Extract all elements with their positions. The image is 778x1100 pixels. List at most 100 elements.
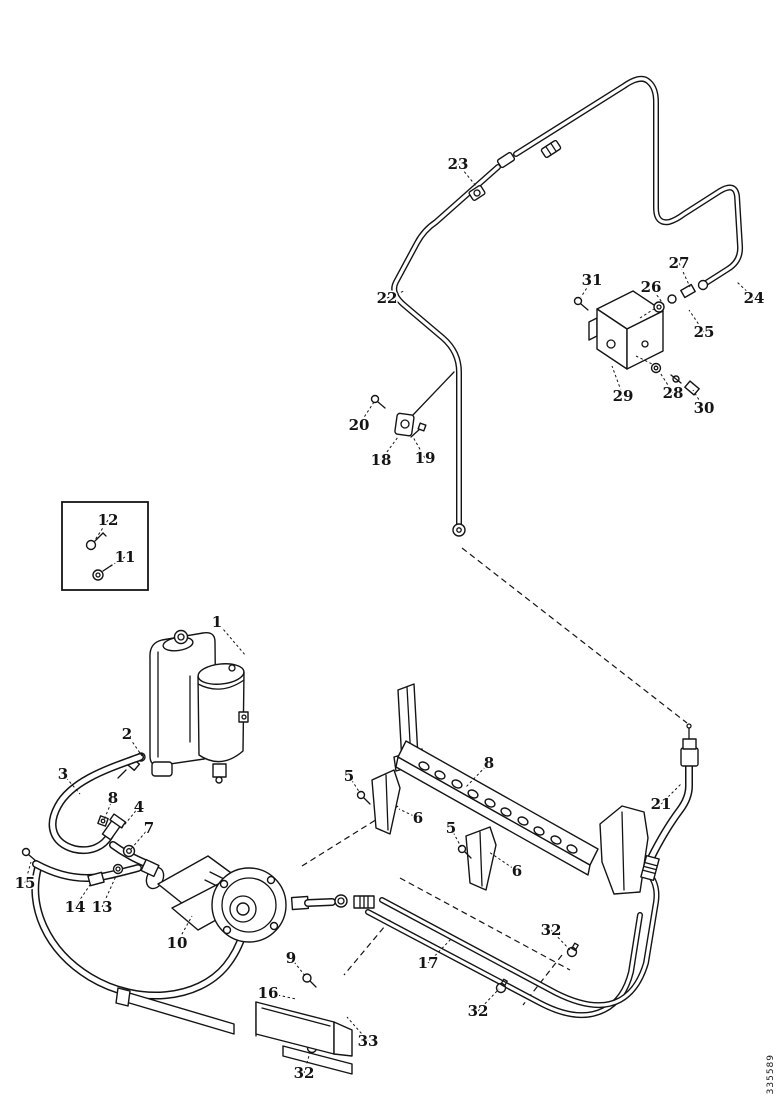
frame-channel-assembly: [356, 683, 649, 895]
leader-line: [216, 621, 247, 657]
leader-line: [74, 881, 93, 908]
callout-7: 7: [144, 819, 154, 837]
leader-line: [692, 389, 705, 409]
callout-5: 5: [344, 767, 354, 785]
callout-29: 29: [613, 387, 634, 405]
callout-17: 17: [418, 954, 439, 972]
leader-line: [303, 1048, 312, 1074]
callout-26: 26: [641, 278, 662, 296]
leader-line: [24, 861, 32, 884]
callout-16: 16: [258, 984, 279, 1002]
bolt-15: [21, 847, 37, 862]
callout-23: 23: [448, 155, 469, 173]
callout-19: 19: [415, 449, 436, 467]
leader-line: [488, 851, 518, 872]
upper-tube-22: [391, 164, 501, 527]
clamp-9: [302, 973, 317, 988]
clamp-23: [468, 185, 486, 201]
leader-line: [101, 875, 117, 908]
leader-line: [658, 370, 674, 394]
screw-5a: [356, 790, 371, 805]
callout-11: 11: [115, 548, 136, 566]
leader-line: [580, 279, 593, 298]
callout-1: 1: [212, 613, 222, 631]
elbow-4: [101, 813, 127, 841]
callout-9: 9: [286, 949, 296, 967]
ring-7: [122, 844, 136, 858]
tube-union-fittings: [468, 139, 562, 201]
leader-line: [348, 775, 361, 794]
callout-32: 32: [541, 921, 562, 939]
fitting-14: [87, 871, 105, 887]
callout-21: 21: [651, 795, 672, 813]
callout-12: 12: [98, 511, 119, 529]
callout-22: 22: [377, 289, 398, 307]
clamp-32a: [495, 978, 508, 994]
leader-line: [465, 762, 490, 788]
leader-line: [176, 915, 193, 944]
drawing-number: 335589: [766, 1053, 776, 1094]
leader-line: [450, 827, 462, 848]
callout-15: 15: [15, 874, 36, 892]
fitting-11: [92, 564, 113, 581]
leader-line: [736, 281, 755, 299]
bottom-brackets: [115, 987, 353, 1075]
leader-line: [346, 1016, 369, 1042]
callout-8: 8: [484, 754, 494, 772]
leader-line: [477, 988, 500, 1012]
leader-line: [678, 262, 691, 288]
pump: [140, 855, 287, 943]
leader-line: [102, 556, 126, 572]
callout-24: 24: [744, 289, 765, 307]
tube-17: [365, 875, 660, 1019]
screw-5b: [457, 844, 472, 859]
callout-13: 13: [92, 898, 113, 916]
outlet-line: [290, 894, 375, 911]
upper-tube-24: [513, 75, 744, 286]
callout-32: 32: [468, 1002, 489, 1020]
callout-18: 18: [371, 451, 392, 469]
callout-14: 14: [65, 898, 86, 916]
fitting-13: [112, 863, 124, 875]
callout-10: 10: [167, 934, 188, 952]
fitting-12: [85, 532, 107, 551]
leader-line: [94, 519, 109, 541]
callout-4: 4: [134, 798, 144, 816]
leader-line: [412, 436, 426, 459]
clamp-32b: [566, 942, 579, 958]
channel-holes: [418, 761, 578, 854]
callout-2: 2: [122, 725, 132, 743]
leader-line: [290, 957, 307, 978]
clamp-assembly-18-19-20: [370, 371, 455, 438]
hose-21: [640, 723, 699, 882]
leader-line: [688, 309, 705, 333]
callout-8: 8: [108, 789, 118, 807]
suction-hoses: [21, 753, 252, 1000]
alignment-dashed-lines: [301, 547, 688, 1006]
leader-line: [126, 733, 143, 757]
leader-line: [62, 773, 81, 795]
tube-ball-end: [452, 523, 466, 537]
left-wing-bracket: [371, 769, 401, 835]
leader-line: [103, 797, 114, 821]
valve-block-assembly: [573, 279, 709, 396]
callout-27: 27: [669, 254, 690, 272]
ring-8: [97, 815, 109, 827]
callout-5: 5: [446, 819, 456, 837]
callout-20: 20: [349, 416, 370, 434]
callout-31: 31: [582, 271, 603, 289]
callout-6: 6: [512, 862, 522, 880]
accumulator-cylinder: [197, 663, 249, 784]
callout-3: 3: [58, 765, 68, 783]
callout-32: 32: [294, 1064, 315, 1082]
leader-line: [398, 808, 419, 819]
callout-28: 28: [663, 384, 684, 402]
leader-line: [611, 365, 624, 397]
callout-33: 33: [358, 1032, 379, 1050]
leader-line: [650, 286, 665, 306]
callout-6: 6: [413, 809, 423, 827]
leader-line: [427, 937, 453, 964]
